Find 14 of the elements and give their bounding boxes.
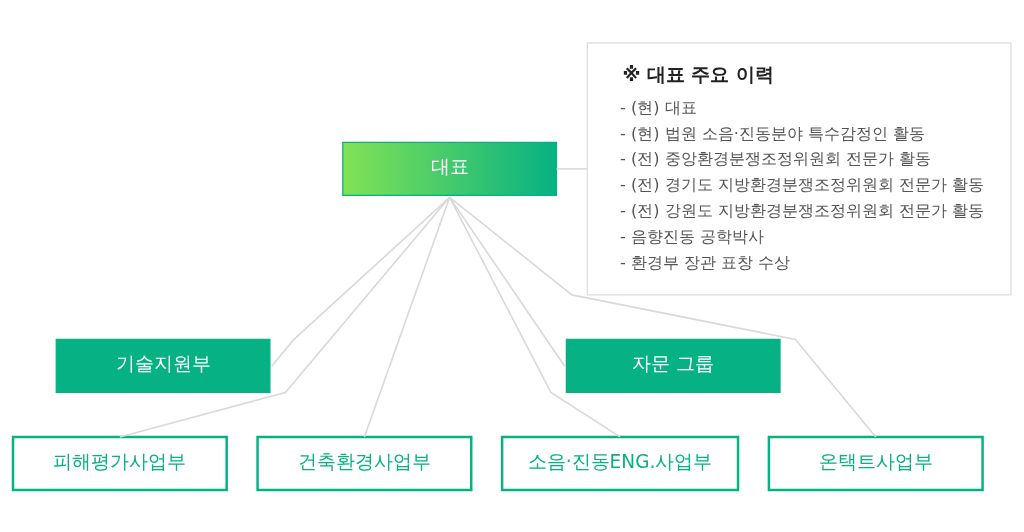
node-box: 자문 그룹 xyxy=(565,338,781,393)
node-box: 대표 xyxy=(342,141,558,196)
node-box: ※ 대표 주요 이력 - (현) 대표 - (현) 법원 소음·진동분야 특수감정인 활동 - (전) 중앙환경분쟁조정위원회 전문가 활동 - (전) 경기도 지방환경분쟁조정위원회 전문가 활동 - (전) 강원도 지방환경분쟁조정위원회 전문가 활동 - 음향진동 공학박사 - 환경부 장관 표창 수상 xyxy=(586,41,1012,296)
connector xyxy=(119,196,451,438)
connector xyxy=(270,196,451,367)
connector xyxy=(555,167,589,170)
connector xyxy=(363,196,451,438)
node-box: 건축환경사업부 xyxy=(256,435,473,491)
connector xyxy=(448,196,877,438)
node-box: 피해평가사업부 xyxy=(11,435,228,491)
connector xyxy=(448,196,621,438)
node-box: 소음·진동ENG.사업부 xyxy=(500,435,740,491)
node-box: 기술지원부 xyxy=(55,338,271,393)
node-box: 온택트사업부 xyxy=(767,435,984,491)
